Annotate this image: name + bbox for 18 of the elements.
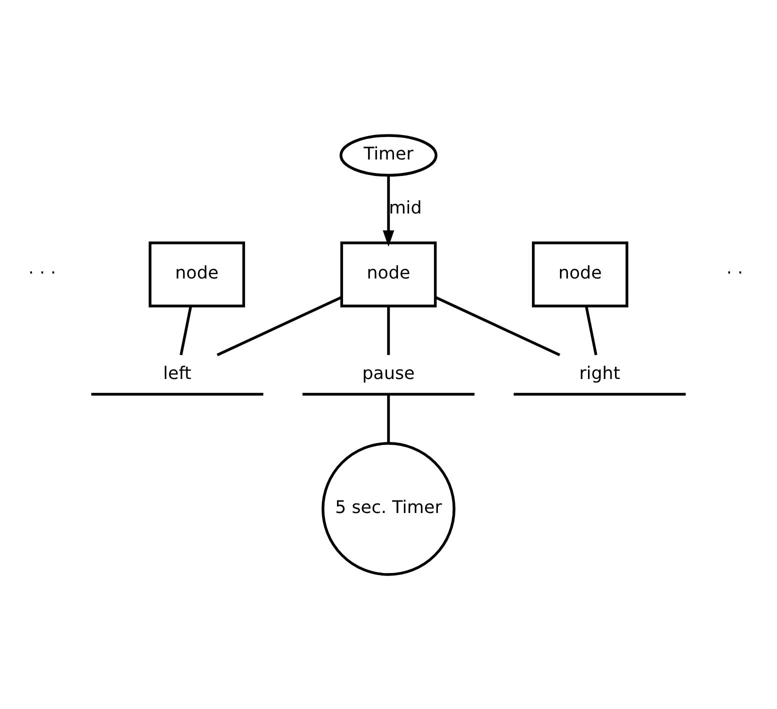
node-circle: 5 sec. Timer — [322, 442, 456, 576]
node-text: pause — [362, 363, 415, 384]
node-text: right — [579, 363, 620, 384]
connector — [180, 306, 192, 355]
node-box: node — [532, 241, 628, 307]
node-box: node — [148, 241, 246, 307]
connector — [387, 306, 390, 354]
label: · · — [726, 263, 744, 284]
connector — [585, 306, 598, 355]
connector — [434, 296, 560, 356]
edge-label: mid — [388, 198, 422, 218]
arrow — [382, 175, 394, 246]
connector — [216, 296, 342, 356]
node-box: node — [340, 241, 437, 307]
node-ellipse: Timer — [340, 134, 438, 176]
connector — [387, 394, 390, 443]
label: · · · — [28, 263, 56, 284]
node-text: left — [163, 363, 192, 384]
